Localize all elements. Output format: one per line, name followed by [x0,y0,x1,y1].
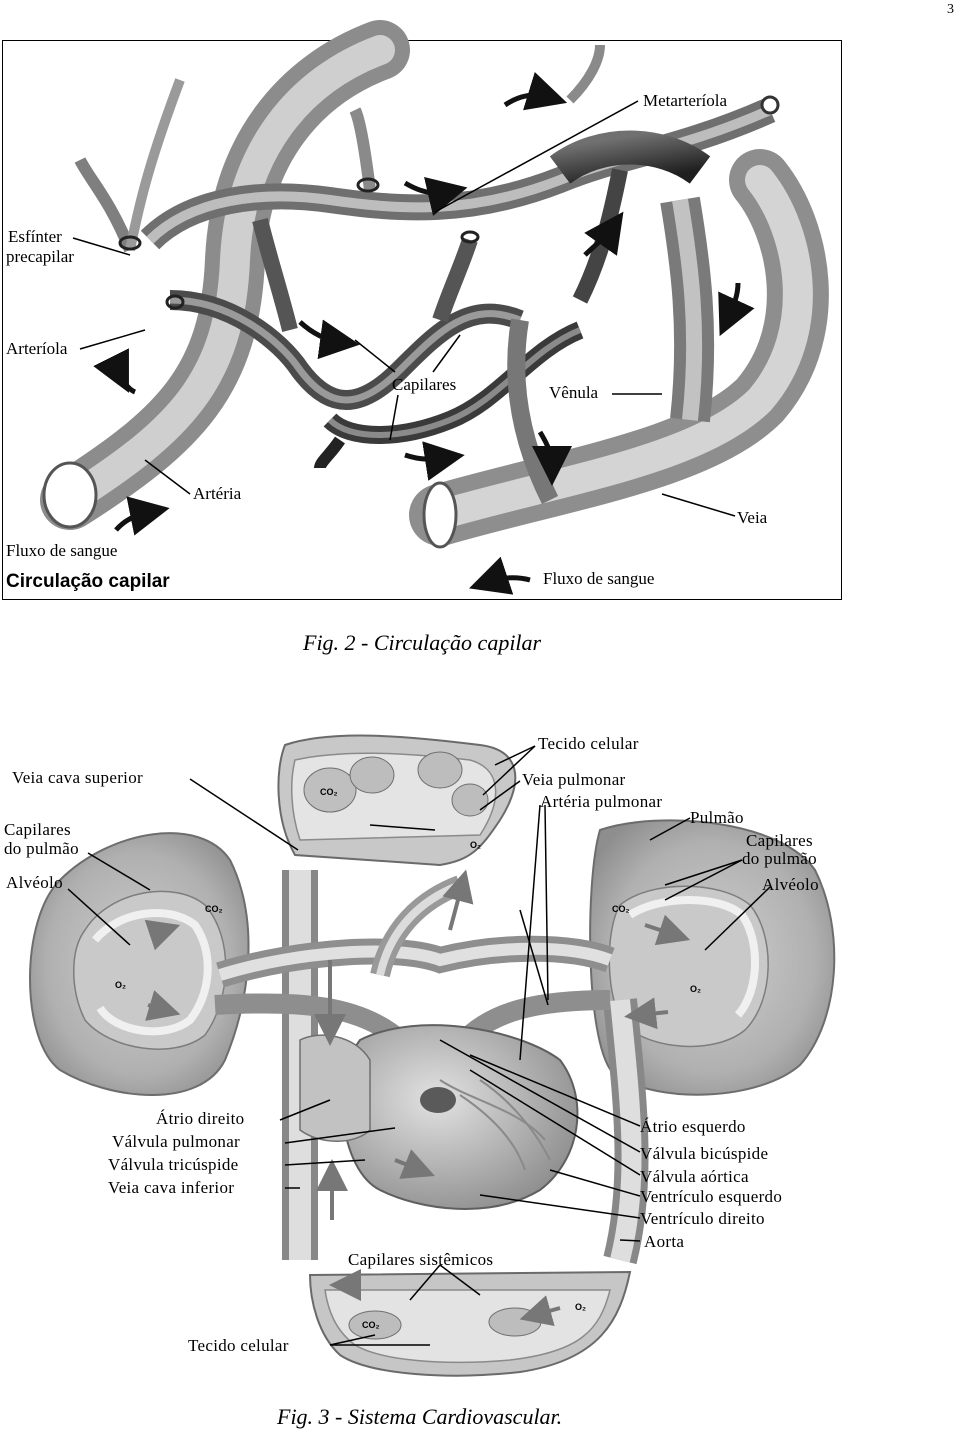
gas-o2-bottom: O₂ [575,1302,586,1312]
sphincter-ring [118,235,142,251]
label-arteriola: Arteríola [6,339,68,358]
label-valvula-aortica: Válvula aórtica [640,1167,749,1186]
capillary-illustration [40,20,829,595]
label-veia-cava-inferior: Veia cava inferior [108,1178,235,1197]
label-fluxo-right: Fluxo de sangue [543,569,655,588]
label-esfinter: Esfínter [8,227,62,246]
figure2-caption: Fig. 2 - Circulação capilar [303,630,542,655]
heart [341,1024,579,1210]
label-capilares: Capilares [392,375,457,394]
vein-opening [422,481,458,549]
label-atrio-esquerdo: Átrio esquerdo [640,1117,746,1136]
label-valvula-tricuspide: Válvula tricúspide [108,1155,239,1174]
page-number: 3 [947,2,954,17]
label-venula: Vênula [549,383,599,402]
heart-valve [420,1087,456,1113]
gas-co2-left: CO₂ [205,904,223,914]
label-metarteriola: Metarteríola [643,91,728,110]
right-atrium [299,1034,371,1142]
label-arteria: Artéria [193,484,242,503]
label-atrio-direito: Átrio direito [156,1109,245,1128]
left-alveolus [73,890,227,1050]
label-ventriculo-direito: Ventrículo direito [640,1209,765,1228]
label-capilares-pulmao-right-2: do pulmão [742,849,817,868]
label-capilares-pulmao-left-2: do pulmão [4,839,79,858]
label-capilares-pulmao-left-1: Capilares [4,820,71,839]
label-valvula-pulmonar: Válvula pulmonar [112,1132,241,1151]
gas-co2-right: CO₂ [612,904,630,914]
label-pulmao: Pulmão [690,808,744,827]
label-veia: Veia [737,508,768,527]
dark-metarteriole-segment [549,130,711,185]
label-tecido-celular-top: Tecido celular [538,734,639,753]
label-capilares-pulmao-right-1: Capilares [746,831,813,850]
label-veia-cava-superior: Veia cava superior [12,768,143,787]
artery-opening [42,461,98,529]
label-aorta: Aorta [644,1232,685,1251]
gas-o2-top: O₂ [470,840,481,850]
label-ventriculo-esquerdo: Ventrículo esquerdo [640,1187,783,1206]
label-arteria-pulmonar: Artéria pulmonar [540,792,663,811]
gas-o2-right: O₂ [690,984,701,994]
label-tecido-celular-bottom: Tecido celular [188,1336,289,1355]
label-capilares-sistemicos: Capilares sistêmicos [348,1250,494,1269]
gas-co2-top: CO₂ [320,787,338,797]
figure3-caption: Fig. 3 - Sistema Cardiovascular. [277,1404,563,1429]
figure-inner-title: Circulação capilar [6,571,170,592]
label-valvula-bicuspide: Válvula bicúspide [640,1144,769,1163]
label-fluxo-left: Fluxo de sangue [6,541,118,560]
label-precapilar: precapilar [6,247,74,266]
label-alveolo-right: Alvéolo [762,875,819,894]
gas-co2-bottom: CO₂ [362,1320,380,1330]
label-veia-pulmonar: Veia pulmonar [522,770,626,789]
gas-o2-left: O₂ [115,980,126,990]
label-alveolo-left: Alvéolo [6,873,63,892]
